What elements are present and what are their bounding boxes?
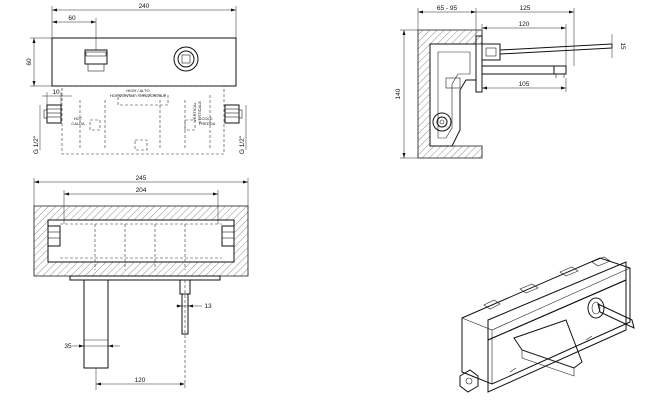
front-view: 240 60 60 10 G 1/2" G 1/2" HIGH / ALTO H… <box>26 3 247 155</box>
dim-side-spout-drop: 105 <box>519 81 530 88</box>
thread-left-label: G 1/2" <box>33 135 40 154</box>
top-view: 245 204 13 35 120 <box>33 175 249 390</box>
iso-spout <box>513 319 583 369</box>
thread-right-label: G 1/2" <box>239 135 246 154</box>
iso-coupling-nut <box>459 369 479 393</box>
iso-lever-knob <box>587 297 605 319</box>
dim-front-offset: 60 <box>68 15 76 22</box>
dim-side-lever: 15 <box>619 42 626 50</box>
iso-body <box>461 257 631 385</box>
label-high-2: HORIZONTAL / ORIZZONTALE <box>110 93 167 98</box>
side-spout <box>481 65 555 75</box>
iso-lever <box>597 303 635 329</box>
dim-side-height: 140 <box>395 88 402 99</box>
side-lever <box>499 43 613 51</box>
top-spout <box>83 279 109 369</box>
dim-front-width: 240 <box>139 3 150 10</box>
hot-inlet-coupling <box>43 104 62 124</box>
spout-outlet-icon <box>173 46 199 72</box>
dim-front-height: 60 <box>26 58 33 66</box>
label-cold-2: FREDDA <box>199 121 216 126</box>
label-vertical-1: VERTICAL <box>192 101 197 121</box>
label-cold-1: COLD <box>201 116 212 121</box>
dim-top-centers: 120 <box>135 377 146 384</box>
side-cartridge-icon <box>432 112 452 132</box>
isometric-view <box>459 256 635 393</box>
front-faceplate <box>51 37 237 87</box>
dim-inlet-gap: 10 <box>52 89 60 96</box>
dim-side-depth: 65 - 95 <box>437 5 458 12</box>
dim-top-spout: 35 <box>64 343 72 350</box>
side-view: 65 - 95 125 120 15 140 105 <box>395 5 626 159</box>
front-body-outline <box>61 85 225 155</box>
side-mixer-body <box>429 43 477 147</box>
label-hot-1: HOT <box>74 116 83 121</box>
dim-top-inner: 204 <box>136 187 147 194</box>
dim-side-projection: 125 <box>520 5 531 12</box>
cold-inlet-coupling <box>224 104 243 124</box>
label-high-1: HIGH / ALTO <box>126 88 149 93</box>
dim-top-lever: 13 <box>204 303 212 310</box>
dim-side-spout: 120 <box>519 21 530 28</box>
label-vertical-2: VERTICALE <box>197 101 202 123</box>
dim-top-outer: 245 <box>136 175 147 182</box>
label-hot-2: CALDA <box>71 121 85 126</box>
